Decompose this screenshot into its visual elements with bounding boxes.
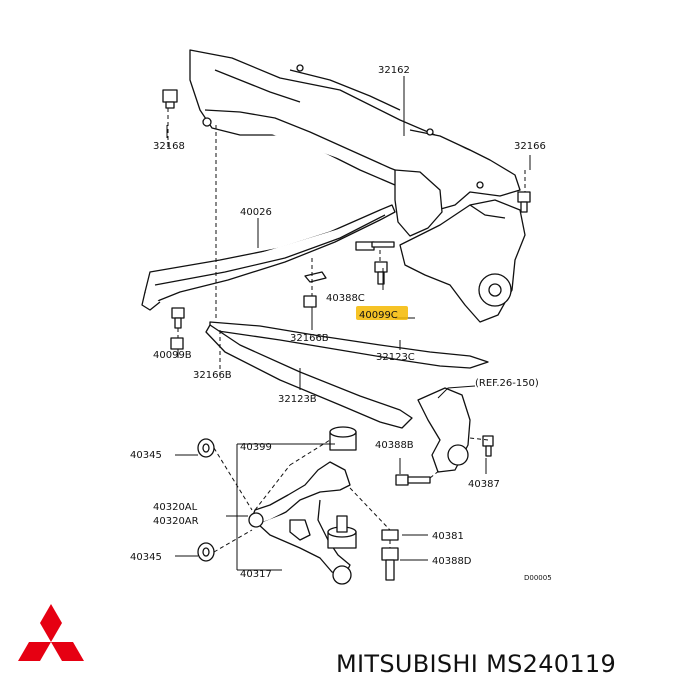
part-number-caption: MITSUBISHI MS240119 [336, 650, 617, 678]
label-40388C: 40388C [326, 293, 365, 304]
label-32162: 32162 [378, 65, 410, 76]
label-40387: 40387 [468, 479, 500, 490]
part-labels: 32162 32168 32166 40026 40388C 40099C 32… [130, 65, 552, 582]
bar-32123C [209, 321, 489, 369]
bracket-32166B [304, 271, 327, 283]
bushing-40399 [329, 426, 357, 451]
steering-knuckle-bottom [417, 387, 494, 473]
label-32166B-left: 32166B [193, 370, 232, 381]
washer-40345-top [197, 438, 215, 458]
label-40320AR: 40320AR [153, 516, 199, 527]
label-32123B: 32123B [278, 394, 317, 405]
label-40099B: 40099B [153, 350, 192, 361]
label-32166: 32166 [514, 141, 546, 152]
stay-bar-40026 [141, 204, 396, 311]
mitsubishi-logo-icon [18, 604, 84, 661]
bolt-40388C [355, 241, 395, 251]
highlight-40099C [356, 306, 408, 320]
label-32168: 32168 [153, 141, 185, 152]
nut-32166B-mid [303, 295, 317, 308]
label-figure-code: D00005 [524, 574, 552, 582]
label-40099C: 40099C [359, 310, 398, 321]
bolt-40388B [395, 474, 431, 486]
nut-40381 [381, 529, 399, 541]
label-40317: 40317 [240, 569, 272, 580]
steering-knuckle-top [399, 199, 526, 323]
crossmember-32162 [189, 49, 521, 237]
bolt-40099C [374, 261, 388, 285]
label-40381: 40381 [432, 531, 464, 542]
label-40345-top: 40345 [130, 450, 162, 461]
label-32123C: 32123C [376, 352, 415, 363]
label-32166B-mid: 32166B [290, 333, 329, 344]
label-40345-bottom: 40345 [130, 552, 162, 563]
label-40388B: 40388B [375, 440, 414, 451]
dashed-lines [167, 108, 526, 553]
label-ref-26-150: (REF.26-150) [475, 378, 539, 389]
bolt-32166 [517, 191, 531, 213]
label-40399: 40399 [240, 442, 272, 453]
lower-arm-40320 [248, 461, 351, 576]
bolt-40388D [381, 547, 399, 581]
bolt-32168 [162, 89, 178, 109]
label-40320AL: 40320AL [153, 502, 198, 513]
label-40388D: 40388D [432, 556, 472, 567]
washer-40345-bottom [197, 542, 215, 562]
label-40026: 40026 [240, 207, 272, 218]
nut-32166B-left [170, 337, 184, 350]
ball-joint-40381 [327, 515, 357, 585]
bolt-40099B [171, 307, 185, 329]
